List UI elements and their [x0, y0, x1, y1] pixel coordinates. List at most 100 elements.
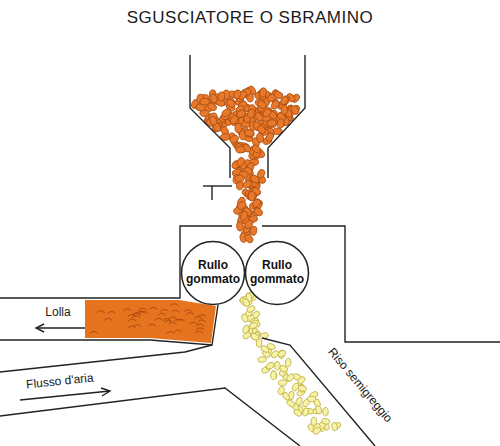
husk-flake — [196, 328, 204, 330]
rice-grain — [242, 298, 250, 308]
rice-grain — [312, 426, 322, 435]
husk-flake — [108, 312, 116, 314]
rice-grain — [285, 358, 292, 367]
rice-grain — [296, 375, 306, 385]
rice-grain — [265, 361, 275, 370]
paddy-grain — [236, 146, 246, 154]
husk-flake — [128, 326, 136, 328]
husk-flake — [198, 315, 206, 317]
paddy-grain — [209, 115, 218, 126]
roller-label: Rullo gommato — [249, 259, 305, 287]
husk-flake — [169, 317, 177, 319]
rice-grain — [271, 371, 277, 379]
rice-grain — [307, 396, 316, 402]
rice-grain — [249, 322, 259, 330]
husk-flake — [186, 313, 194, 315]
paddy-grain — [244, 219, 255, 230]
paddy-grain — [244, 129, 255, 138]
rice-label: Riso semigreggio — [325, 345, 395, 425]
paddy-grain — [235, 175, 244, 182]
paddy-grain — [244, 129, 254, 137]
rice-grain — [311, 417, 317, 426]
paddy-grain — [256, 124, 267, 135]
husk-label: Lolla — [45, 305, 70, 319]
husk-flake — [104, 318, 112, 320]
husk-flake — [137, 311, 145, 313]
roller-circle — [246, 242, 309, 305]
paddy-grain — [228, 134, 239, 144]
rice-grain — [258, 356, 267, 362]
husk-flake — [149, 307, 157, 309]
rice-grain — [321, 418, 330, 425]
rice-grain — [274, 361, 280, 370]
roller-circle — [182, 242, 245, 305]
machine-outline — [0, 55, 500, 446]
husk-flake — [128, 315, 136, 317]
paddy-grain — [218, 92, 225, 102]
husk-flake — [177, 319, 185, 321]
husk-flake — [195, 331, 203, 333]
paddy-grain — [256, 99, 267, 110]
rice-grain — [270, 370, 277, 380]
paddy-grain — [221, 108, 232, 118]
paddy-grain — [251, 144, 262, 155]
husk-flake — [97, 311, 105, 313]
husk-flake — [154, 318, 162, 320]
rice-grain — [260, 345, 270, 354]
husk-flake — [189, 322, 197, 324]
paddy-grain — [259, 87, 267, 97]
husk-flake — [128, 319, 136, 321]
husk-flake — [170, 304, 178, 306]
paddy-grain — [253, 206, 264, 217]
husk-flake — [196, 324, 204, 326]
husk-mass — [85, 300, 216, 343]
rice-grain — [298, 385, 308, 393]
paddy-grain — [261, 107, 272, 118]
paddy-grain — [247, 191, 258, 202]
husk-flake — [198, 320, 206, 322]
paddy-grain — [254, 111, 265, 122]
rice-grain — [250, 332, 260, 341]
paddy-grain — [209, 93, 218, 104]
rice-grain — [270, 349, 280, 359]
roller-text-box: Rullo gommato — [244, 240, 310, 306]
paddy-grain — [247, 108, 256, 119]
husk-flake — [171, 310, 179, 312]
husk-flake — [164, 320, 172, 322]
rice-grain — [242, 324, 250, 334]
husk-flake — [184, 310, 192, 312]
husk-flake — [148, 324, 156, 326]
husk-flake — [133, 325, 141, 327]
paddy-grain — [236, 156, 246, 167]
paddy-grain — [236, 221, 244, 231]
husk-flake — [161, 309, 169, 311]
rice-grain — [286, 373, 296, 383]
husk-flake — [123, 309, 131, 311]
rice-grain — [278, 380, 287, 386]
paddy-grain — [256, 133, 265, 144]
rice-grain — [293, 408, 303, 417]
husk-flake — [157, 313, 165, 315]
paddy-grain — [273, 90, 284, 99]
rice-grain — [332, 421, 342, 430]
rice-grain — [302, 407, 310, 417]
rubber-roller: Rullo gommato — [244, 240, 310, 306]
paddy-grain — [277, 118, 285, 128]
husk-flake — [194, 317, 202, 319]
rice-grain — [331, 422, 338, 431]
rice-grain — [322, 407, 328, 416]
paddy-grain — [200, 98, 210, 105]
paddy-grain — [281, 105, 288, 115]
paddy-grain — [225, 98, 236, 109]
husk-flake — [90, 331, 98, 333]
rice-grain — [286, 399, 296, 408]
paddy-grain — [243, 233, 254, 244]
paddy-grain — [242, 179, 253, 189]
roller-text-box: Rullo gommato — [180, 240, 246, 306]
rice-grain — [265, 361, 275, 371]
rubber-roller: Rullo gommato — [180, 240, 246, 306]
airflow-label: Flusso d'aria — [26, 371, 95, 392]
husk-flake — [169, 322, 177, 324]
paddy-grain — [233, 89, 242, 100]
grain-fill — [85, 85, 342, 435]
